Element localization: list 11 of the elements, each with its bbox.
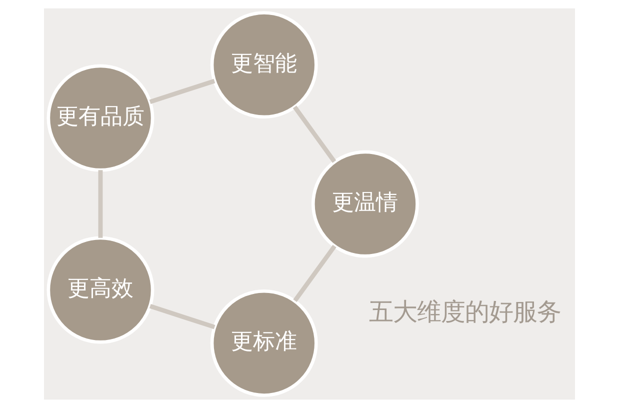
connector <box>149 304 216 330</box>
node-circle: 更智能 <box>210 11 318 119</box>
node-circle: 更高效 <box>46 236 154 344</box>
connector <box>149 78 216 104</box>
label: 五大维度的好服务 <box>368 296 561 326</box>
node-circle: 更标准 <box>210 289 318 397</box>
node-circle: 更温情 <box>311 150 419 258</box>
connector <box>292 106 336 163</box>
node-circle: 更有品质 <box>46 64 154 172</box>
connector <box>293 244 336 302</box>
connector <box>98 170 103 238</box>
